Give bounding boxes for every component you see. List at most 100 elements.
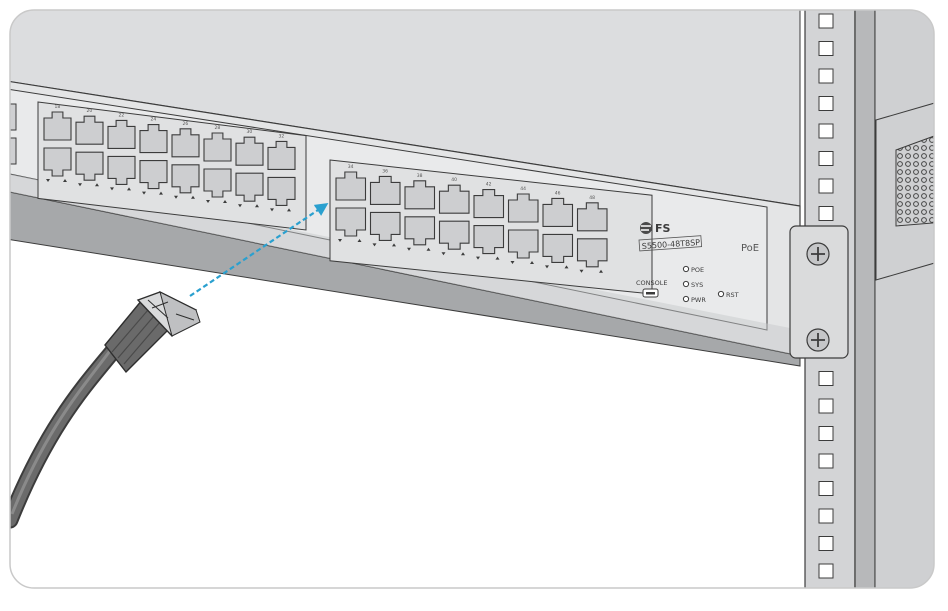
port-led-indicator-icon: [110, 187, 131, 191]
rj45-port[interactable]: [0, 103, 17, 131]
sys-led-icon: [682, 280, 690, 288]
rail-hole: [818, 508, 834, 524]
port-number-label: 34: [348, 164, 354, 170]
port-led-indicator-icon: [142, 191, 163, 195]
mounting-bracket: [789, 225, 849, 359]
rj45-port[interactable]: [473, 225, 505, 255]
rj45-port[interactable]: [438, 220, 470, 250]
rail-hole: [818, 563, 834, 579]
port-number-label: 46: [555, 190, 561, 196]
ethernet-cable: [10, 291, 201, 529]
rj45-port[interactable]: [107, 119, 136, 149]
insertion-arrow: [189, 203, 329, 297]
rj45-port[interactable]: [171, 164, 200, 194]
rj45-port[interactable]: [235, 136, 264, 166]
port-led-indicator-icon: [46, 179, 67, 182]
port-led-indicator-icon: [372, 243, 396, 247]
switch-side-panel: [875, 99, 934, 281]
rj45-port[interactable]: [0, 137, 17, 165]
rail-hole: [818, 453, 834, 469]
rj45-port[interactable]: [335, 171, 367, 201]
fs-logo-icon: [640, 222, 652, 234]
led-label-pwr: PWR: [691, 296, 706, 304]
rj45-port[interactable]: [75, 115, 104, 145]
rj45-port[interactable]: [473, 189, 505, 219]
rj45-port[interactable]: [171, 128, 200, 158]
rack-rail: [804, 10, 934, 606]
rj45-port[interactable]: [369, 211, 401, 241]
rj45-port[interactable]: [267, 140, 296, 170]
rst-button-icon[interactable]: [717, 290, 725, 298]
port-number-label: 38: [417, 173, 423, 179]
rail-hole: [818, 41, 834, 56]
rj45-port[interactable]: [267, 176, 296, 206]
port-number-label: 22: [119, 112, 125, 118]
rj45-port[interactable]: [335, 207, 367, 237]
rj45-port[interactable]: [404, 180, 436, 210]
rj45-port[interactable]: [438, 184, 470, 214]
rj45-port[interactable]: [203, 132, 232, 162]
rj45-port[interactable]: [507, 193, 539, 223]
port-led-indicator-icon: [238, 204, 259, 208]
rj45-port[interactable]: [542, 233, 574, 263]
port-number-label: 44: [520, 186, 526, 192]
rail-hole: [818, 178, 834, 194]
port-number-label: 28: [215, 125, 221, 131]
port-number-label: 42: [486, 182, 492, 188]
port-led-indicator-icon: [270, 208, 291, 212]
port-led-indicator-icon: [476, 256, 500, 260]
rj45-port[interactable]: [139, 160, 168, 190]
rj45-port[interactable]: [507, 229, 539, 259]
port-led-indicator-icon: [407, 247, 431, 251]
console-label: CONSOLE: [636, 279, 668, 287]
port-number-label: 24: [151, 117, 157, 123]
port-number-label: 30: [247, 129, 253, 135]
rst-label: RST: [726, 291, 739, 299]
led-label-poe: POE: [691, 266, 704, 274]
poe-led-icon: [682, 265, 690, 273]
edge-ports: [0, 103, 17, 165]
rj45-port[interactable]: [203, 168, 232, 198]
side-vent: [895, 131, 934, 227]
rail-holes: [818, 13, 834, 606]
brand-area: FS S5500-48T8SP PoE CONSOLE POE SYS PWR …: [636, 222, 759, 304]
rj45-port[interactable]: [576, 238, 608, 268]
rj45-port[interactable]: [139, 124, 168, 154]
rj45-port[interactable]: [107, 155, 136, 185]
port-led-indicator-icon: [510, 261, 534, 264]
poe-badge: PoE: [741, 243, 759, 254]
rail-hole: [818, 123, 834, 139]
port-number-label: 26: [183, 121, 189, 127]
rj45-port[interactable]: [235, 172, 264, 202]
port-led-indicator-icon: [78, 183, 99, 187]
model-label-box: [638, 235, 703, 252]
rj45-port[interactable]: [369, 175, 401, 205]
rj45-port[interactable]: [542, 197, 574, 227]
port-number-label: 40: [451, 177, 457, 183]
rj45-port[interactable]: [43, 111, 72, 141]
port-number-label: 32: [279, 133, 285, 139]
rj45-port[interactable]: [75, 151, 104, 181]
brand-label: FS: [655, 222, 671, 235]
rail-hole: [818, 13, 834, 29]
port-led-indicator-icon: [545, 265, 569, 269]
rj45-port[interactable]: [576, 202, 608, 232]
rail-hole: [818, 206, 834, 221]
led-label-sys: SYS: [691, 281, 703, 289]
port-led-indicator-icon: [174, 195, 195, 199]
rail-hole: [818, 398, 834, 414]
rail-hole: [819, 592, 833, 606]
rail-hole: [818, 68, 834, 84]
rj45-port[interactable]: [43, 147, 72, 177]
rail-hole: [818, 481, 834, 496]
rail-hole: [818, 151, 834, 166]
rack-rail-side: [854, 10, 876, 588]
rj45-port[interactable]: [404, 216, 436, 246]
port-led-indicator-icon: [206, 200, 227, 203]
port-led-indicator-icon: [579, 269, 603, 273]
